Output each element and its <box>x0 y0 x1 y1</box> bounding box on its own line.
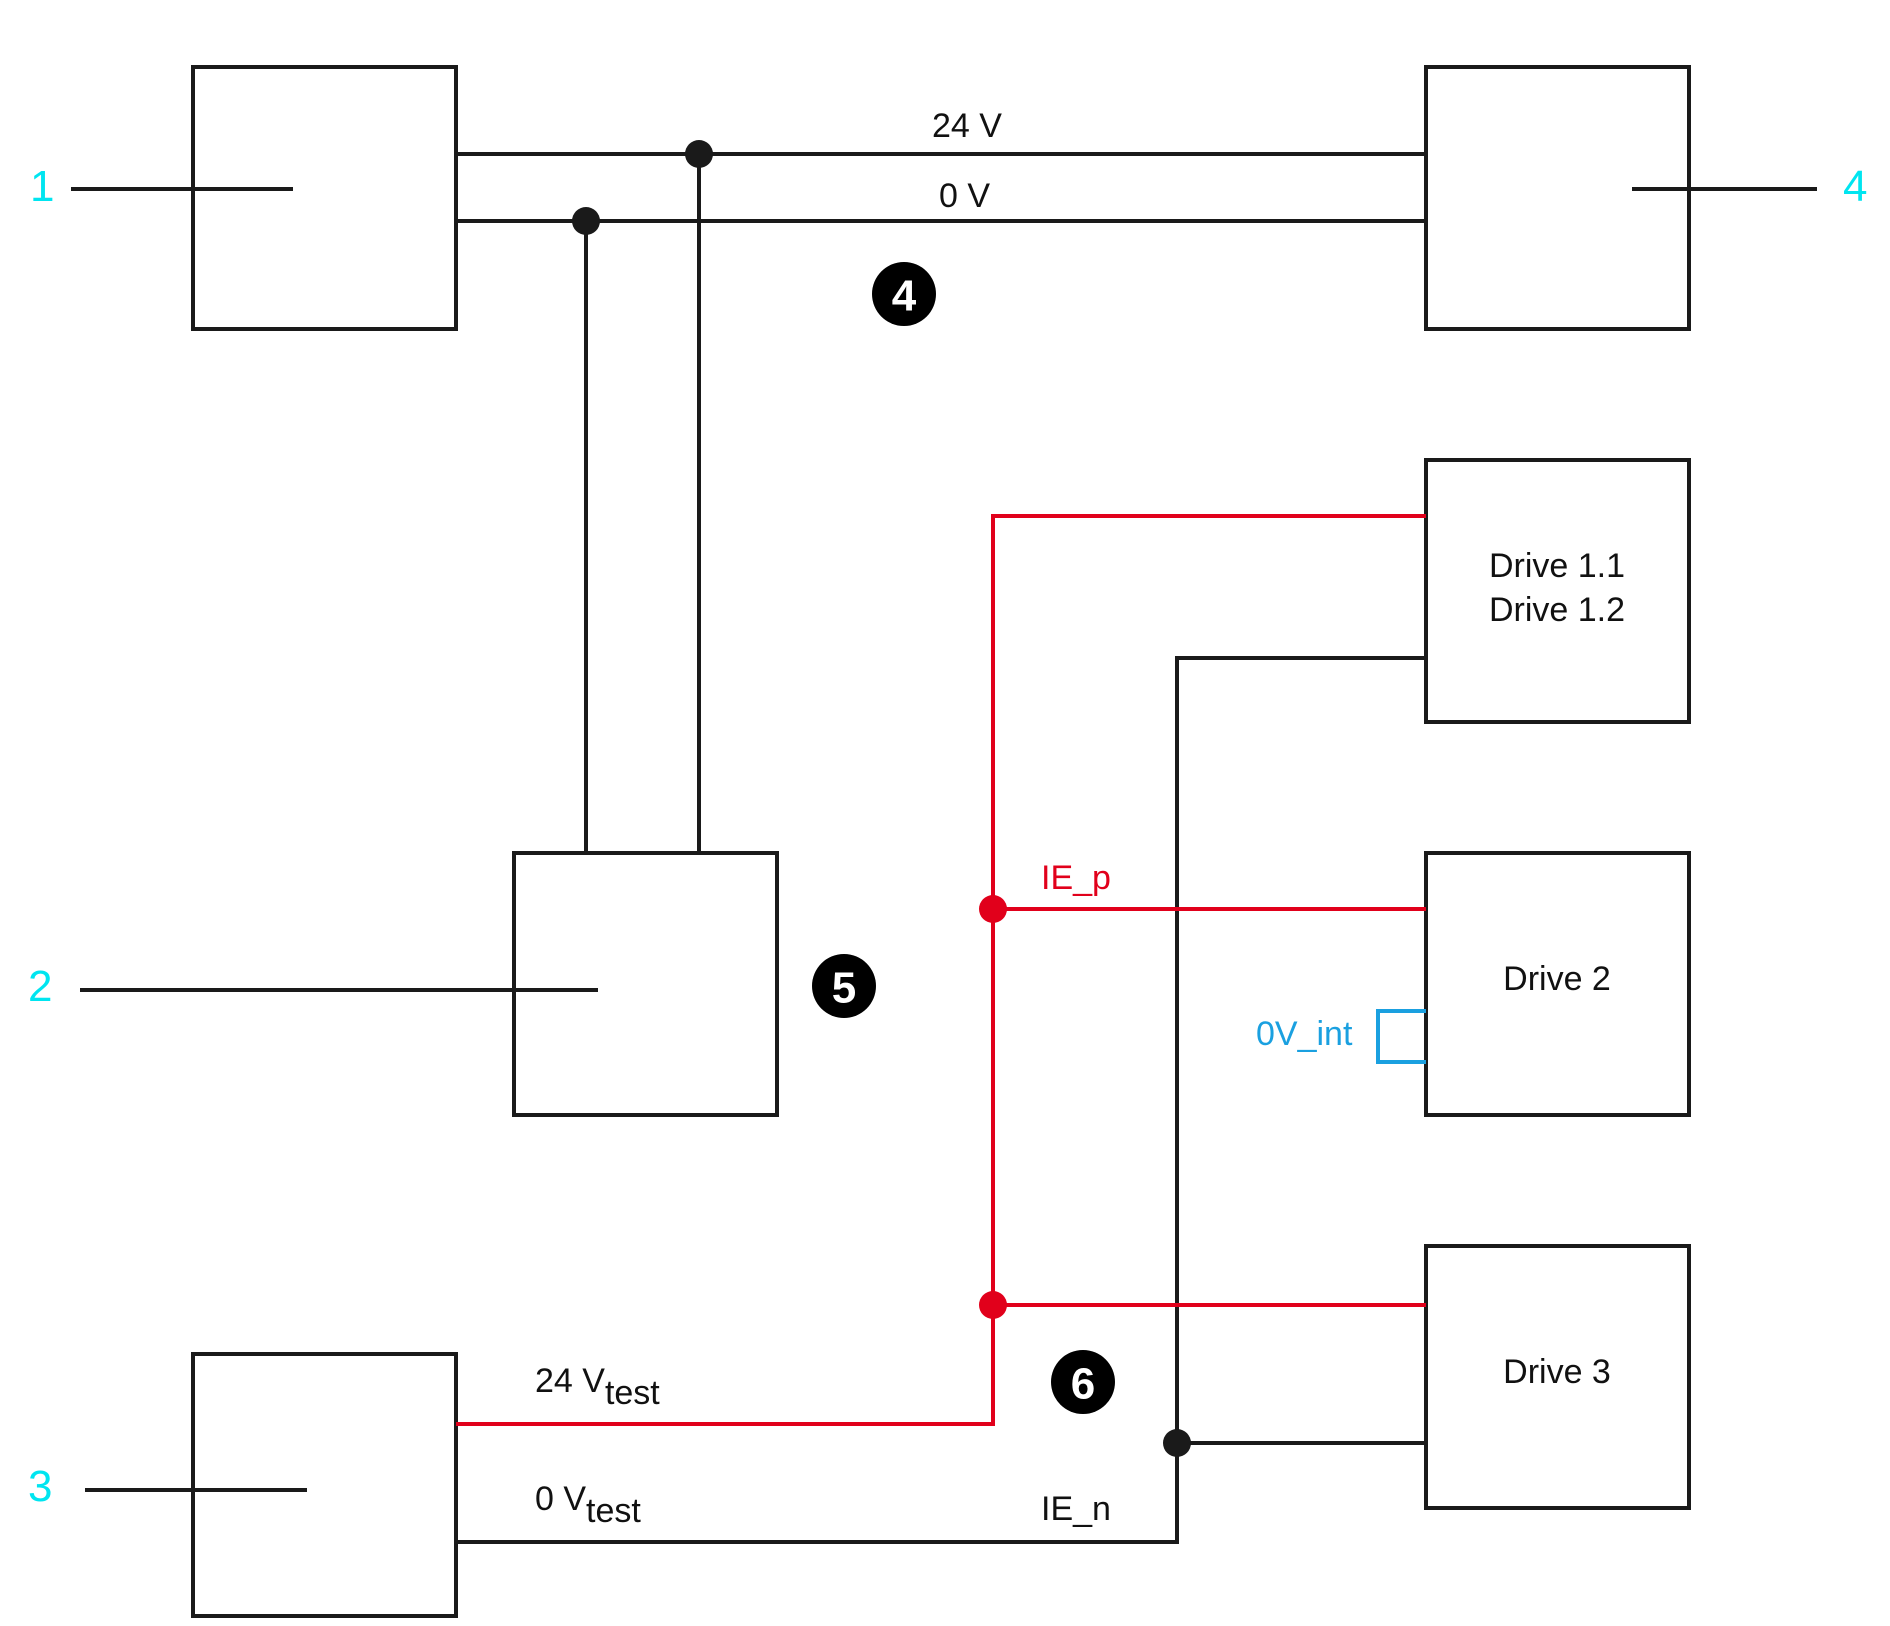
label-0v-int: 0V_int <box>1256 1015 1353 1053</box>
label-24v: 24 V <box>932 107 1002 145</box>
wire-24v-test <box>456 514 1426 1426</box>
label-24v-test-main: 24 V <box>535 1362 605 1400</box>
drive-1-box <box>1424 458 1691 724</box>
ref-number-1: 1 <box>30 162 54 211</box>
marker-6-label: 6 <box>1071 1360 1095 1409</box>
wire-ie-n <box>456 656 1426 1544</box>
drive-2-box <box>1424 851 1691 1117</box>
label-0v-test-main: 0 V <box>535 1480 586 1518</box>
module-box-2 <box>512 851 779 1117</box>
junction-dot-ie-p-drive2 <box>979 895 1007 923</box>
drive-2-label: Drive 2 <box>1503 960 1611 998</box>
module-box-3 <box>191 1352 458 1618</box>
marker-4-circle <box>872 262 936 326</box>
ov-int-connector <box>1376 1009 1426 1064</box>
drive-3-label: Drive 3 <box>1503 1353 1611 1391</box>
label-24v-test: 24 Vtest <box>535 1362 660 1412</box>
label-24v-test-sub: test <box>605 1374 660 1412</box>
module-box-1 <box>191 65 458 331</box>
drive-1-label-1: Drive 1.1 <box>1489 547 1625 585</box>
drive-3-box <box>1424 1244 1691 1510</box>
junction-dot-0v <box>572 207 600 235</box>
label-0v: 0 V <box>939 177 990 215</box>
ref-number-3: 3 <box>28 1462 52 1511</box>
marker-5-circle <box>812 954 876 1018</box>
junction-dot-ie-n <box>1163 1429 1191 1457</box>
junction-dot-ie-p-drive3 <box>979 1291 1007 1319</box>
drive-1-label-2: Drive 1.2 <box>1489 591 1625 629</box>
label-0v-test: 0 Vtest <box>535 1480 641 1530</box>
label-ie-p: IE_p <box>1041 859 1111 897</box>
marker-4-label: 4 <box>892 272 917 321</box>
label-ie-n: IE_n <box>1041 1490 1111 1528</box>
marker-6-circle <box>1051 1350 1115 1414</box>
ref-number-2: 2 <box>28 962 52 1011</box>
ref-number-4: 4 <box>1843 162 1867 211</box>
module-box-4 <box>1424 65 1691 331</box>
label-0v-test-sub: test <box>586 1492 641 1530</box>
marker-5-label: 5 <box>832 964 856 1013</box>
junction-dot-24v <box>685 140 713 168</box>
